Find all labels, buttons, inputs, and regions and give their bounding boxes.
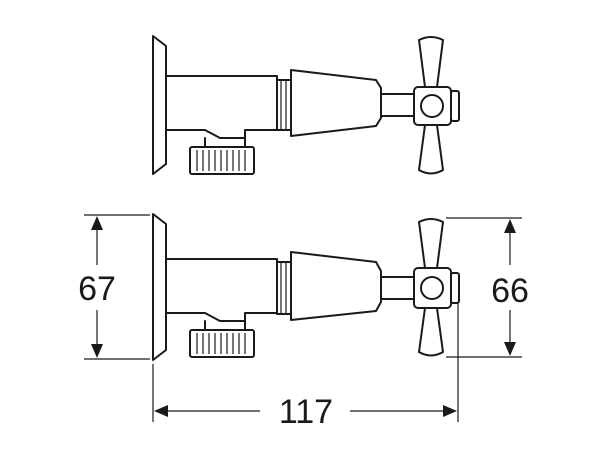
spindle <box>380 93 415 117</box>
shroud <box>290 69 382 137</box>
dimension-height-left: 67 <box>78 214 150 360</box>
cross-handle <box>413 218 460 357</box>
dimension-height-left-label: 67 <box>78 270 116 308</box>
hose-outlet <box>189 137 255 175</box>
valve-body <box>165 75 278 139</box>
valve-body <box>165 258 278 322</box>
dimension-width: 117 <box>152 303 459 431</box>
hose-outlet <box>189 320 255 358</box>
shroud <box>290 251 382 321</box>
collar <box>276 261 292 315</box>
dimension-height-right-label: 66 <box>491 272 529 310</box>
valve-top-view <box>152 35 460 175</box>
spindle <box>380 276 415 300</box>
wall-flange <box>152 213 167 361</box>
valve-bottom-view <box>152 213 460 361</box>
dimension-width-label: 117 <box>279 393 333 431</box>
cross-handle <box>413 36 460 175</box>
collar <box>276 79 292 131</box>
dimension-height-right: 66 <box>446 217 529 358</box>
wall-flange <box>152 35 167 175</box>
